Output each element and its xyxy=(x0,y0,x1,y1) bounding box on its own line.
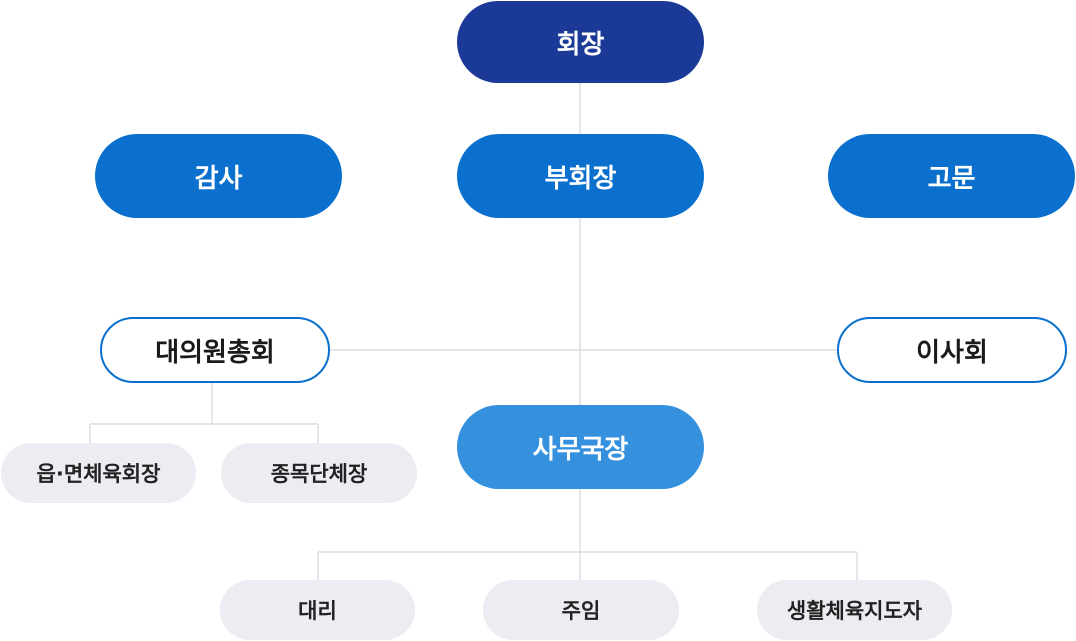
assembly-member-label: 읍·면체육회장 xyxy=(36,462,161,486)
assembly-member-node: 종목단체장 xyxy=(221,443,417,503)
vice-chairman-node: 부회장 xyxy=(457,134,704,218)
staff-node: 대리 xyxy=(220,580,415,640)
staff-label: 주임 xyxy=(561,599,601,623)
staff-label: 생활체육지도자 xyxy=(786,599,923,623)
general-assembly-label: 대의원총회 xyxy=(155,337,275,368)
vice-chairman-label: 부회장 xyxy=(544,163,617,194)
staff-node: 주임 xyxy=(483,580,679,640)
chairman-node: 회장 xyxy=(457,1,704,83)
assembly-member-node: 읍·면체육회장 xyxy=(1,443,196,503)
secretary-general-label: 사무국장 xyxy=(532,434,629,465)
board-of-directors-node: 이사회 xyxy=(837,317,1067,383)
secretary-general-node: 사무국장 xyxy=(457,405,704,489)
staff-label: 대리 xyxy=(298,599,337,623)
auditor-label: 감사 xyxy=(194,163,243,194)
advisor-label: 고문 xyxy=(927,163,976,194)
staff-node: 생활체육지도자 xyxy=(757,580,952,640)
advisor-node: 고문 xyxy=(828,134,1075,218)
auditor-node: 감사 xyxy=(95,134,342,218)
general-assembly-node: 대의원총회 xyxy=(100,317,330,383)
board-of-directors-label: 이사회 xyxy=(916,337,988,368)
assembly-member-label: 종목단체장 xyxy=(270,462,368,486)
chairman-label: 회장 xyxy=(556,29,605,60)
